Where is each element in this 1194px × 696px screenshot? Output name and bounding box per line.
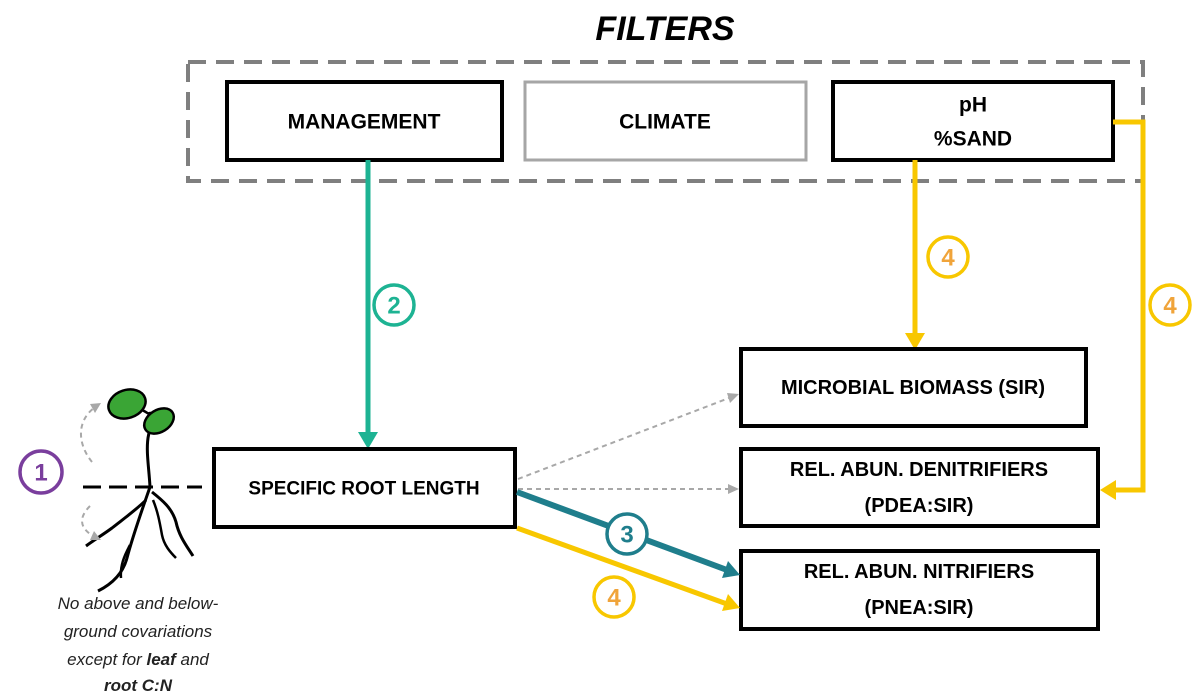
- plant-caption: No above and below- ground covariations …: [58, 594, 219, 695]
- climate-box-border: [523, 80, 808, 162]
- step-3-badge: 3: [605, 512, 649, 556]
- management-box: MANAGEMENT: [225, 80, 504, 162]
- microbial-biomass-label: MICROBIAL BIOMASS (SIR): [781, 377, 1045, 399]
- step-4-right-badge: 4: [1148, 283, 1192, 327]
- sand-label: %SAND: [934, 128, 1012, 151]
- left-leaf: [107, 388, 147, 420]
- specific-root-length-label: SPECIFIC ROOT LENGTH: [248, 479, 479, 500]
- filters-title: FILTERS: [595, 10, 734, 48]
- denitrifiers-border: [739, 447, 1100, 528]
- step-1-number: 1: [34, 460, 47, 487]
- soil-to-denitrifiers-arrow: [1100, 119, 1146, 500]
- caption-line-2: ground covariations: [64, 622, 213, 641]
- denitrifiers-label-line1: REL. ABUN. DENITRIFIERS: [790, 459, 1048, 481]
- left-root: [85, 498, 148, 548]
- srl-to-microbial-dashed-arrow: [517, 393, 739, 480]
- climate-box: CLIMATE: [523, 80, 808, 162]
- step-3-number: 3: [620, 522, 633, 549]
- right-root: [151, 490, 195, 557]
- step-4-srl-number: 4: [607, 585, 621, 612]
- step-3-circle: [605, 512, 649, 556]
- above-ground-arrowhead: [90, 403, 101, 413]
- caption-line-1: No above and below-: [58, 594, 219, 613]
- denitrifiers-box: REL. ABUN. DENITRIFIERS (PDEA:SIR): [739, 447, 1100, 528]
- srl-to-microbial-dashed-line: [517, 397, 730, 480]
- step-2-number: 2: [387, 293, 400, 320]
- srl-to-denitrifiers-arrowhead: [728, 484, 739, 494]
- microbial-biomass-border: [739, 347, 1088, 428]
- right-leaf: [142, 407, 176, 435]
- step-1-circle: [18, 449, 64, 495]
- srl-to-nitrifiers-yellow-line: [516, 525, 728, 607]
- step-4-srl-badge: 4: [592, 575, 636, 619]
- climate-label: CLIMATE: [619, 111, 711, 134]
- middle-root: [151, 499, 177, 559]
- main-root: [97, 486, 152, 593]
- seedling-icon: [85, 388, 195, 593]
- srl-to-nitrifiers-teal-arrowhead: [722, 561, 740, 578]
- small-root: [119, 544, 132, 579]
- above-ground-curve: [79, 407, 95, 463]
- srl-to-denitrifiers-dashed-arrow: [518, 484, 739, 494]
- specific-root-length-border: [212, 447, 517, 529]
- caption-leaf-bold: leaf: [146, 650, 178, 669]
- specific-root-length-box: SPECIFIC ROOT LENGTH: [212, 447, 517, 529]
- soil-box: pH %SAND: [831, 80, 1115, 162]
- management-to-srl-arrow: [358, 160, 378, 449]
- ph-label: pH: [959, 94, 987, 117]
- soil-to-denitrifiers-line: [1113, 119, 1146, 493]
- srl-to-microbial-arrowhead: [727, 393, 739, 403]
- caption-line-4: root C:N: [104, 676, 173, 695]
- soil-to-microbial-arrowhead: [905, 333, 925, 350]
- step-4-filter-number: 4: [941, 245, 955, 272]
- nitrifiers-label-line1: REL. ABUN. NITRIFIERS: [804, 561, 1034, 583]
- step-4-filter-circle: [926, 235, 970, 279]
- step-2-badge: 2: [372, 283, 416, 327]
- srl-to-nitrifiers-yellow-arrow: [516, 525, 740, 611]
- below-ground-arrowhead: [90, 531, 101, 540]
- step-4-filter-badge: 4: [926, 235, 970, 279]
- step-2-circle: [372, 283, 416, 327]
- management-to-srl-arrowhead: [358, 432, 378, 449]
- caption-line-3: except for leaf and: [67, 650, 209, 669]
- srl-to-nitrifiers-yellow-arrowhead: [722, 594, 740, 611]
- step-4-right-number: 4: [1163, 293, 1177, 320]
- denitrifiers-label-line2: (PDEA:SIR): [865, 495, 974, 517]
- above-ground-curve-arrow: [79, 403, 101, 463]
- management-box-border: [225, 80, 504, 162]
- nitrifiers-border: [739, 549, 1100, 631]
- management-label: MANAGEMENT: [288, 111, 441, 134]
- caption-line-3-pre: except for: [67, 650, 146, 669]
- microbial-biomass-box: MICROBIAL BIOMASS (SIR): [739, 347, 1088, 428]
- soil-to-microbial-arrow: [905, 160, 925, 350]
- below-ground-curve: [81, 505, 94, 537]
- below-ground-curve-arrow: [81, 505, 101, 540]
- caption-line-3-post: and: [176, 650, 210, 669]
- soil-to-denitrifiers-arrowhead: [1100, 480, 1116, 500]
- step-1-badge: 1: [18, 449, 64, 495]
- nitrifiers-label-line2: (PNEA:SIR): [865, 597, 974, 619]
- nitrifiers-box: REL. ABUN. NITRIFIERS (PNEA:SIR): [739, 549, 1100, 631]
- step-4-right-circle: [1148, 283, 1192, 327]
- step-4-srl-circle: [592, 575, 636, 619]
